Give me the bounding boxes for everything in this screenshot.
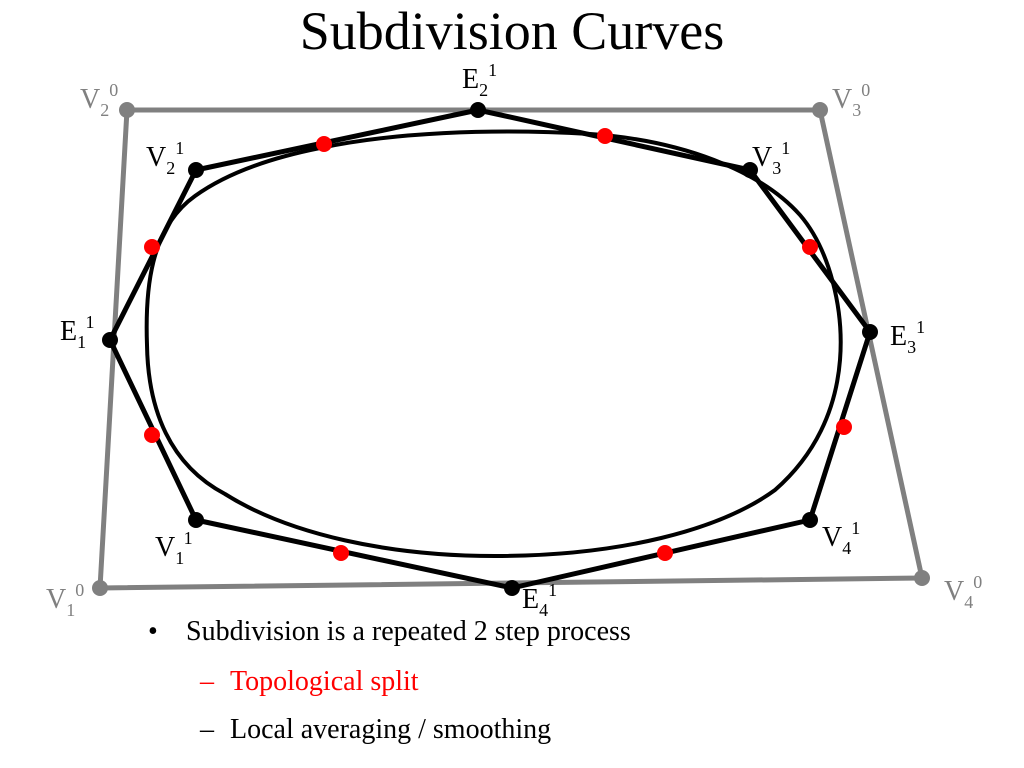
vertex-v2-1 [188,162,204,178]
new-point [836,419,852,435]
label-v4-1: V41 [822,518,860,558]
vertex-v4-0 [914,570,930,586]
sub-bullet-text: Local averaging / smoothing [230,714,552,745]
vertex-v1-0 [92,580,108,596]
new-point [144,427,160,443]
label-e3-1: E31 [890,317,925,357]
new-point [802,239,818,255]
new-point [144,239,160,255]
new-point [316,136,332,152]
vertex-e2-1 [470,102,486,118]
label-v1-1: V11 [155,528,193,568]
vertex-e4-1 [504,580,520,596]
sub-bullet-text: Topological split [230,666,419,697]
label-e1-1: E11 [60,312,94,352]
bullet-text: Subdivision is a repeated 2 step process [186,616,631,647]
vertex-v3-0 [812,102,828,118]
vertex-v3-1 [742,162,758,178]
label-v4-0: V40 [944,572,982,612]
label-e4-1: E41 [522,580,557,620]
sub-bullet-dash: – [200,714,214,745]
vertex-v4-1 [802,512,818,528]
bullet-marker: • [148,616,158,647]
vertex-e3-1 [862,324,878,340]
label-v2-0: V20 [80,80,118,120]
vertex-v1-1 [188,512,204,528]
control-polygon [97,107,925,591]
label-v2-1: V21 [146,138,184,178]
refined-polygon [107,107,873,591]
sub-bullet-dash: – [200,666,214,697]
label-v3-0: V30 [832,80,870,120]
new-point [333,545,349,561]
vertex-e1-1 [102,332,118,348]
vertex-v2-0 [119,102,135,118]
slide-title: Subdivision Curves [299,1,725,61]
label-v3-1: V31 [752,138,790,178]
label-v1-0: V10 [46,580,84,620]
new-point [657,545,673,561]
limit-curve [144,129,843,559]
label-e2-1: E21 [462,60,497,100]
new-point [597,128,613,144]
